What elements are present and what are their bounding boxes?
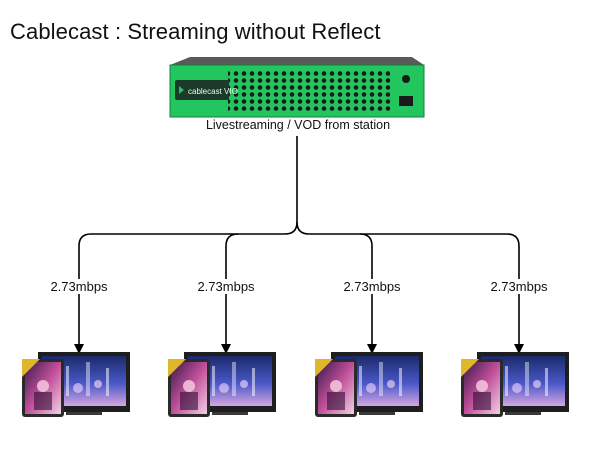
arrowhead-2 [221, 344, 231, 354]
power-button-icon [402, 75, 410, 83]
client-device-4-icon [461, 352, 569, 417]
server-brand-plate [175, 80, 229, 100]
link-rate-4: 2.73mbps [479, 279, 559, 294]
diagram-title: Cablecast : Streaming without Reflect [10, 19, 381, 44]
client-device-1-icon [22, 352, 130, 417]
connector-lines [78, 136, 520, 345]
client-device-3-icon [315, 352, 423, 417]
client-device-2-icon [168, 352, 276, 417]
arrowhead-1 [74, 344, 84, 354]
cablecast-server: cablecast VIO [169, 57, 425, 118]
arrowheads [74, 344, 524, 354]
link-rate-2: 2.73mbps [186, 279, 266, 294]
server-brand-text: cablecast VIO [188, 87, 238, 96]
arrowhead-3 [367, 344, 377, 354]
server-caption: Livestreaming / VOD from station [205, 118, 391, 132]
arrowhead-4 [514, 344, 524, 354]
port-icon [399, 96, 413, 106]
link-rate-3: 2.73mbps [332, 279, 412, 294]
link-rate-1: 2.73mbps [39, 279, 119, 294]
